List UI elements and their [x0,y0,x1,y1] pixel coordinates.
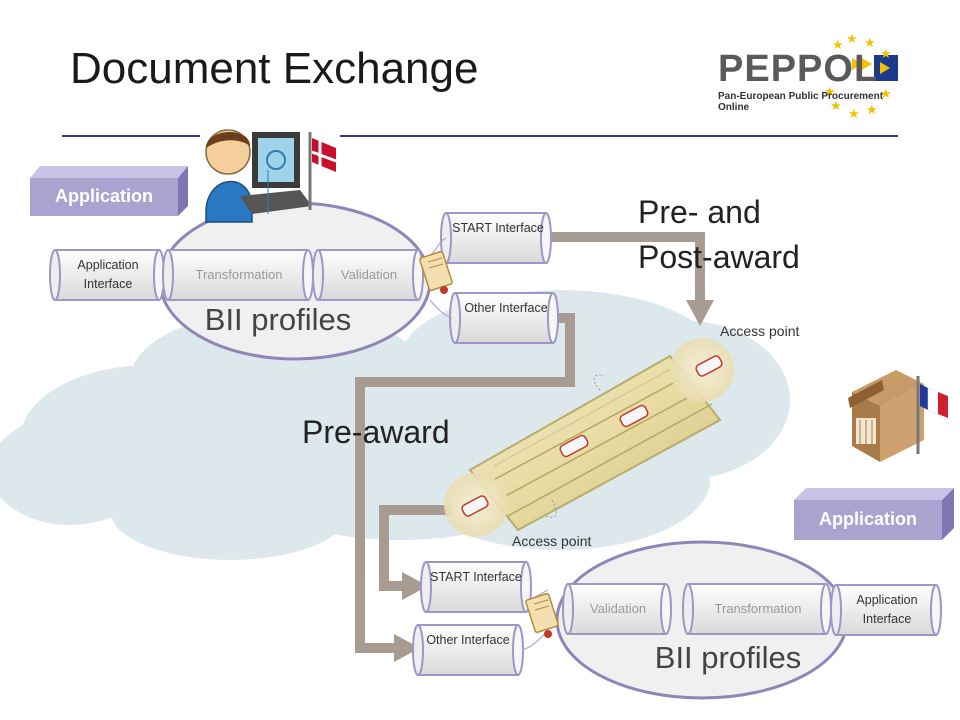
message-capsule-icon [695,355,723,377]
message-capsule-icon [461,495,489,517]
application-label-top: Application [55,186,153,206]
validation-label-top: Validation [340,267,398,282]
other-interface-cylinder-top [449,292,559,344]
svg-text:★: ★ [848,107,860,122]
peppol-logo-wordmark: PEPPOL [718,48,879,90]
access-point-to-start-arrowhead [402,572,428,600]
application-interface-label-bottom: Application Interface [856,593,918,626]
svg-text:★: ★ [880,47,892,62]
application-box-top [30,166,188,216]
certificate-icon [419,250,453,294]
user-at-computer-icon [205,129,312,223]
application-interface-label-top: Application Interface [77,258,139,291]
pre-award-arrow [355,313,575,653]
peppol-logo-graphic: ★★★ ★★★ ★★★ [824,32,898,122]
access-point-to-start-arrow [379,505,452,591]
transformation-cylinder-top [162,249,314,301]
denmark-flag-icon [308,132,337,210]
access-point-label-bottom: Access point [512,533,592,549]
other-interface-cylinder-bottom [412,624,524,676]
svg-text:★: ★ [866,103,878,118]
transformation-label-bottom: Transformation [714,601,802,616]
validation-label-bottom: Validation [589,601,647,616]
start-interface-cylinder-bottom [420,561,532,613]
other-interface-label-bottom: Other Interface [426,633,510,647]
svg-text:★: ★ [846,32,858,47]
application-label-bottom: Application [819,509,917,529]
application-box-bottom [794,488,954,540]
application-interface-cylinder-top [49,249,165,301]
page-title: Document Exchange [70,44,479,93]
validation-cylinder-top [312,249,424,301]
other-interface-label-top: Other Interface [464,301,548,315]
start-interface-cylinder-top [440,212,552,264]
start-interface-label-bottom: START Interface [430,570,522,584]
svg-text:★: ★ [832,38,844,53]
bii-profiles-label-top: BII profiles [204,302,352,337]
svg-text:★: ★ [880,87,892,102]
public-building-icon [848,370,924,462]
france-flag-icon [916,376,948,454]
bii-profiles-label-bottom: BII profiles [654,640,802,675]
pre-and-post-award-arrowhead [686,300,714,326]
peppol-logo-tagline: Pan-European Public Procurement Online [718,91,884,113]
svg-text:★: ★ [864,36,876,51]
transformation-label-top: Transformation [195,267,283,282]
svg-text:★: ★ [824,85,836,100]
pre-award-arrowhead [394,634,420,662]
pre-and-post-award-arrow [548,232,705,302]
transport-tube [468,354,722,532]
pre-award-label: Pre-award [302,414,450,450]
access-point-label-top: Access point [720,323,800,339]
start-interface-label-top: START Interface [452,221,544,235]
svg-text:★: ★ [830,99,842,114]
application-interface-cylinder-bottom [830,584,942,636]
pre-and-post-award-label: Pre- and Post-award [638,194,800,275]
validation-cylinder-bottom [562,583,672,635]
certificate-icon [525,592,559,638]
